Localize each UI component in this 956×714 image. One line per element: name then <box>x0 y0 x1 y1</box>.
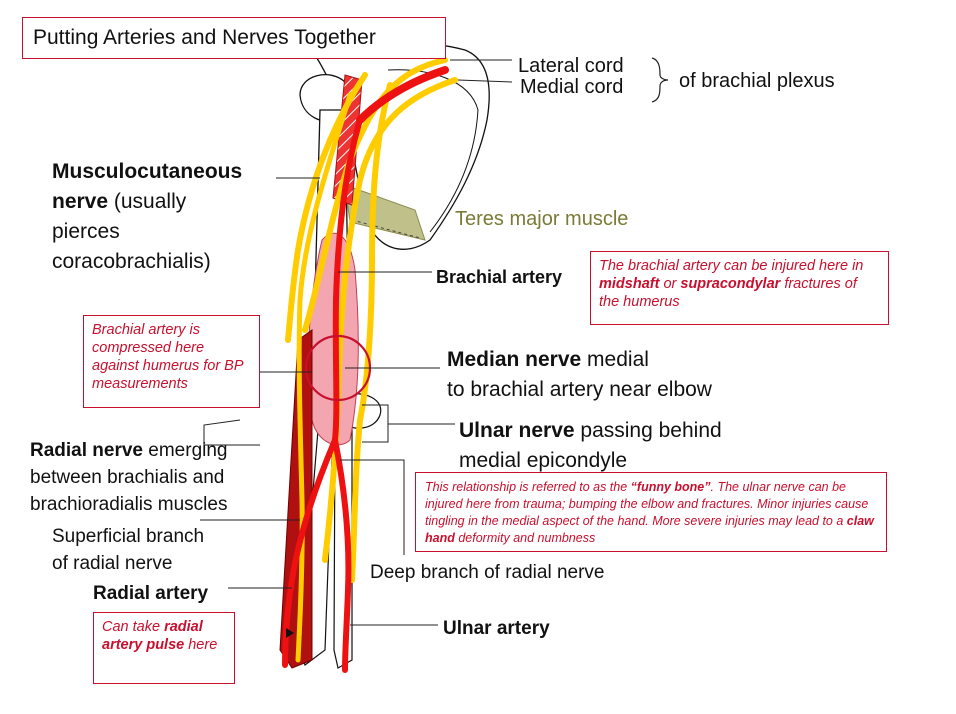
ulnar-nerve-bold: Ulnar nerve <box>459 419 575 442</box>
note-text: here <box>184 637 218 653</box>
claw-hand-emphasis: claw hand <box>425 514 874 545</box>
musculocutaneous-bold-1: Musculocutaneous <box>52 160 243 183</box>
note-text: The brachial artery can be injured here … <box>599 258 864 274</box>
ulnar-artery-label: Ulnar artery <box>443 618 550 639</box>
lateral-cord-label: Lateral cord <box>518 55 624 77</box>
note-text: fractures of the humerus <box>599 276 857 310</box>
leader-lines <box>200 57 669 626</box>
musculocutaneous-rest-2: pierces <box>52 220 120 243</box>
radial-nerve-label: Radial nerve emerging between brachialis… <box>30 437 228 518</box>
medial-cord-label: Medial cord <box>520 76 624 98</box>
ulnar-nerve-rest-2: medial epicondyle <box>459 449 628 472</box>
radial-nerve-bold: Radial nerve <box>30 440 143 461</box>
axillary-artery <box>356 66 449 124</box>
page-title: Putting Arteries and Nerves Together <box>22 17 446 59</box>
musculocutaneous-rest-1: (usually <box>108 190 187 213</box>
note-text: deformity and numbness <box>454 531 596 545</box>
note-text: . The ulnar nerve can be injured here fr… <box>425 480 869 528</box>
radial-artery-label: Radial artery <box>93 583 209 604</box>
radial-nerve-path <box>295 92 353 663</box>
ulnar-nerve-label: Ulnar nerve passing behind medial epicon… <box>459 416 722 476</box>
deep-branch-label: Deep branch of radial nerve <box>370 562 605 583</box>
teres-major-label: Teres major muscle <box>455 208 629 230</box>
median-nerve-rest-2: to brachial artery near elbow <box>447 378 712 401</box>
brachial-artery-label: Brachial artery <box>436 267 563 287</box>
note-text: This relationship is referred to as the <box>425 480 631 494</box>
musculocutaneous-label: Musculocutaneous nerve (usually pierces … <box>52 157 292 277</box>
funny-bone-emphasis: “funny bone” <box>630 480 711 494</box>
ulnar-nerve-rest-1: passing behind <box>574 419 722 442</box>
supracondylar-emphasis: supracondylar <box>680 276 781 292</box>
ulnar-artery-path <box>332 437 352 673</box>
median-nerve-label: Median nerve medial to brachial artery n… <box>447 345 712 405</box>
superficial-branch-2: of radial nerve <box>52 553 173 574</box>
radial-artery-path <box>282 437 338 668</box>
median-nerve-rest-1: medial <box>581 348 649 371</box>
medial-cord-nerve <box>322 77 458 563</box>
median-nerve-bold: Median nerve <box>447 348 582 371</box>
note-text: Can take <box>102 619 165 635</box>
ulnar-nerve-path <box>349 82 393 583</box>
brachial-injury-note: The brachial artery can be injured here … <box>590 251 889 325</box>
scapula-inner-edge <box>387 69 479 233</box>
note-text: or <box>659 276 681 292</box>
radial-nerve-rest-1: emerging <box>143 440 228 461</box>
musculocutaneous-bold-2: nerve <box>52 190 109 213</box>
radial-pulse-note: Can take radial artery pulse here <box>93 612 235 684</box>
pulse-arrow-icon <box>286 628 294 638</box>
radial-nerve-rest-3: brachioradialis muscles <box>30 494 228 515</box>
brachial-artery-path <box>332 117 363 443</box>
radial-nerve-rest-2: between brachialis and <box>30 467 225 488</box>
radial-pulse-emphasis: radial artery pulse <box>102 619 203 653</box>
funny-bone-note: This relationship is referred to as the … <box>415 472 887 552</box>
brachioradialis-muscle <box>279 329 313 669</box>
bp-measurement-note: Brachial artery is compressed here again… <box>83 315 260 408</box>
musculocutaneous-rest-3: coracobrachialis) <box>52 250 211 273</box>
midshaft-emphasis: midshaft <box>599 276 660 292</box>
teres-major-muscle <box>344 184 426 241</box>
coracobrachialis-muscle <box>332 74 363 206</box>
superficial-branch-label: Superficial branch of radial nerve <box>52 523 204 577</box>
brachial-plexus-label: of brachial plexus <box>679 70 835 92</box>
superficial-branch-1: Superficial branch <box>52 526 205 547</box>
